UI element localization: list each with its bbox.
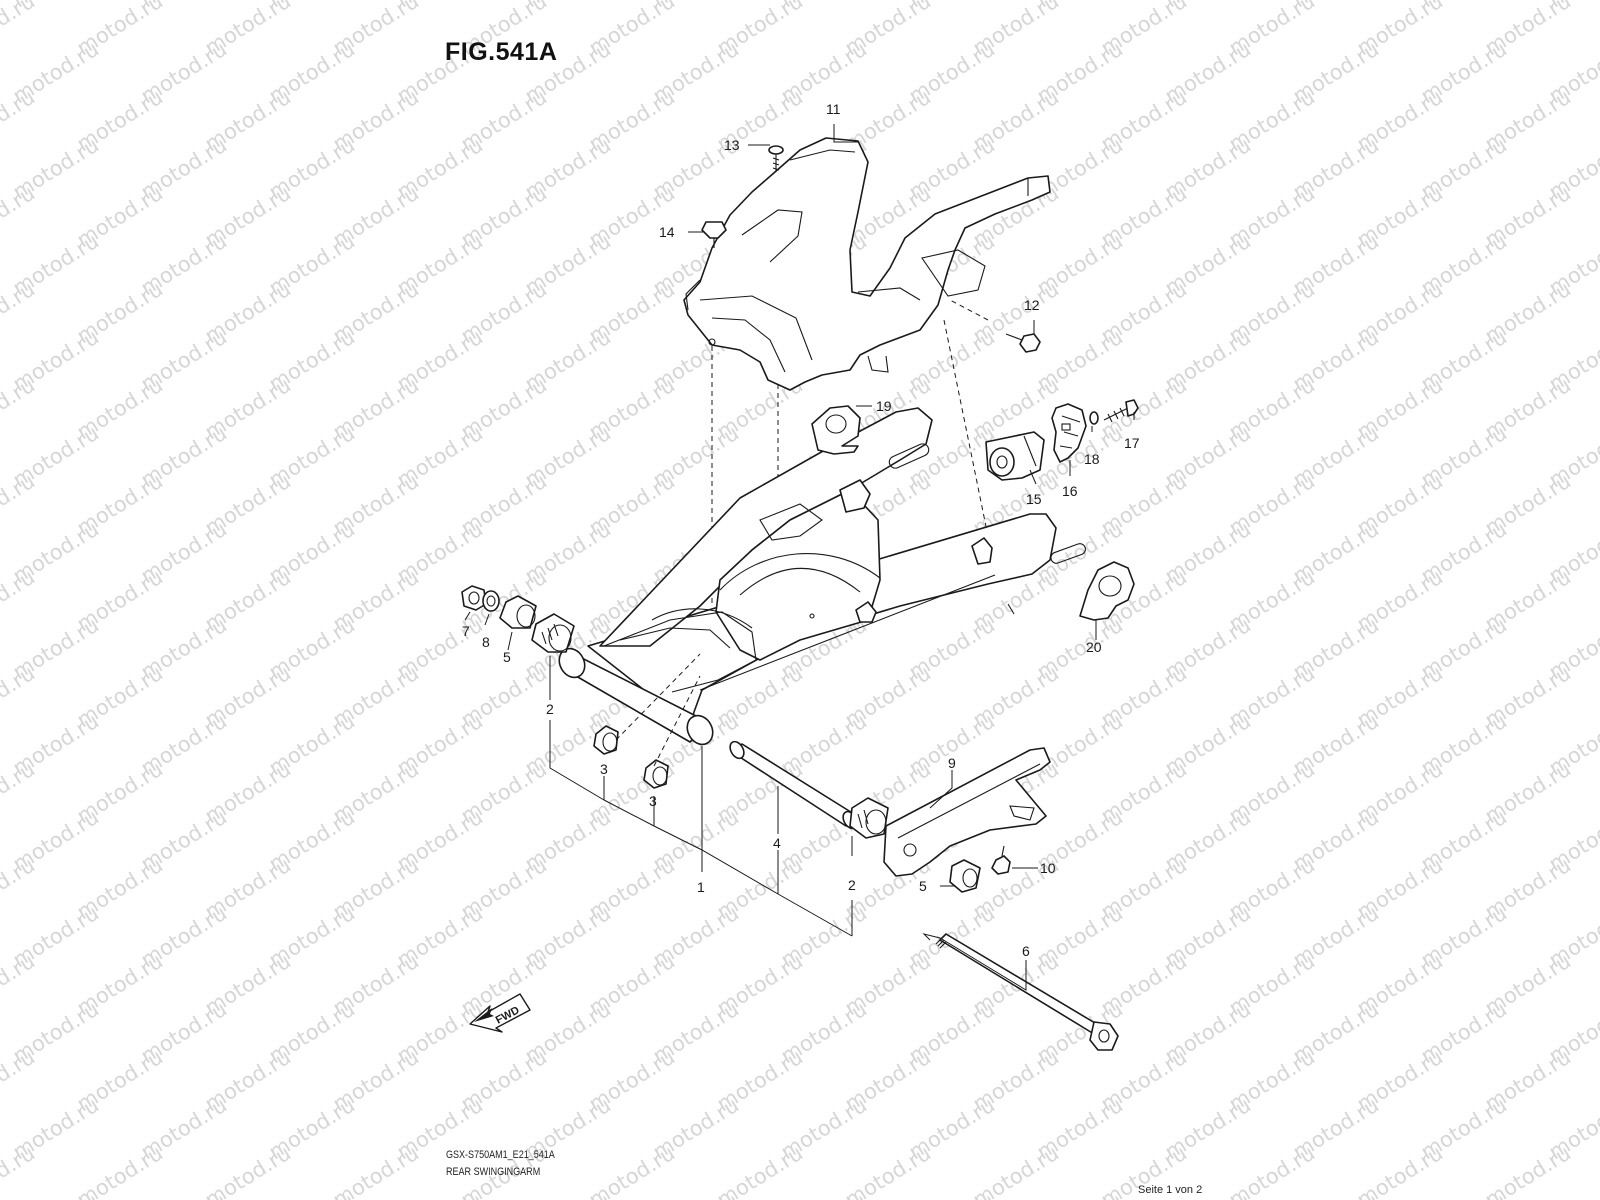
rear-hugger-part-11 — [683, 137, 1051, 391]
spacer-part-5a — [499, 595, 537, 629]
assembly-line-bearings — [615, 653, 701, 767]
washer-part-18 — [1089, 411, 1099, 425]
chain-guard-part-9 — [883, 747, 1051, 877]
watermark-text-412: motod.ru — [777, 1189, 871, 1200]
callout-11: 11 — [826, 101, 841, 117]
callout-labels: 11 13 14 12 19 17 18 16 15 20 7 8 5 2 3 … — [462, 101, 1140, 959]
callout-2a: 2 — [546, 701, 554, 717]
callout-1: 1 — [697, 879, 705, 895]
callout-8: 8 — [482, 634, 490, 650]
figure-title: FIG.541A — [445, 38, 558, 66]
watermark-text-414: motod.ru — [1033, 1189, 1127, 1200]
callout-15: 15 — [1026, 491, 1042, 507]
page-indicator: Seite 1 von 2 — [1138, 1184, 1203, 1196]
watermark-text-418: motod.ru — [1545, 1189, 1600, 1200]
callout-18: 18 — [1084, 451, 1100, 467]
watermark-text-406: motod.ru — [9, 1189, 103, 1200]
callout-20: 20 — [1086, 639, 1102, 655]
nut-part-7 — [461, 585, 487, 611]
callout-3a: 3 — [600, 761, 608, 777]
callout-2b: 2 — [848, 877, 856, 893]
watermark-text-407: motod.ru — [137, 1189, 231, 1200]
callout-5b: 5 — [919, 878, 927, 894]
model-code: GSX-S750AM1_E21_541A — [446, 1149, 555, 1161]
section-name: REAR SWINGINGARM — [446, 1166, 541, 1178]
bracket-part-20 — [1079, 561, 1135, 621]
assembly-line-bolt-12 — [949, 299, 989, 321]
needle-bearing-part-3a — [593, 725, 619, 755]
watermark-text-411: motod.ru — [649, 1189, 743, 1200]
callout-10: 10 — [1040, 860, 1056, 876]
callout-7: 7 — [462, 623, 470, 639]
callout-16: 16 — [1062, 483, 1078, 499]
callout-5a: 5 — [503, 649, 511, 665]
clip-part-14 — [701, 221, 727, 248]
bearing-part-2b — [849, 797, 889, 839]
spacer-part-5b — [949, 859, 981, 893]
callout-4: 4 — [773, 835, 781, 851]
callout-9: 9 — [948, 755, 956, 771]
chain-adjuster-part-15 — [985, 431, 1045, 481]
bearing-part-2a — [531, 613, 575, 653]
bracket-part-19 — [811, 405, 861, 455]
callout-13: 13 — [724, 137, 740, 153]
chain-adjuster-part-16 — [1051, 403, 1087, 463]
swingarm-part-1 — [558, 407, 1086, 746]
leader-lines — [464, 124, 1135, 991]
callout-17: 17 — [1124, 435, 1140, 451]
callout-3b: 3 — [649, 793, 657, 809]
bolt-part-17 — [1103, 399, 1139, 423]
watermark-text-413: motod.ru — [905, 1189, 999, 1200]
assembly-line-hugger-right — [943, 319, 993, 557]
watermark-text-417: motod.ru — [1417, 1189, 1511, 1200]
washer-part-8 — [482, 590, 500, 612]
watermark-text-409: motod.ru — [393, 1189, 487, 1200]
callout-19: 19 — [876, 398, 892, 414]
watermark-text-30: motod.ru — [0, 0, 39, 60]
screw-part-13 — [768, 145, 784, 172]
needle-bearing-part-3b — [643, 759, 669, 789]
bolt-part-12 — [1005, 333, 1041, 353]
callout-12: 12 — [1024, 297, 1040, 313]
callout-14: 14 — [659, 224, 675, 240]
watermark-text-416: motod.ru — [1289, 1189, 1383, 1200]
watermark-text-408: motod.ru — [265, 1189, 359, 1200]
bolt-part-10 — [991, 845, 1011, 875]
pivot-shaft-part-6 — [935, 933, 1119, 1051]
callout-6: 6 — [1022, 943, 1030, 959]
watermark-text-410: motod.ru — [521, 1189, 615, 1200]
